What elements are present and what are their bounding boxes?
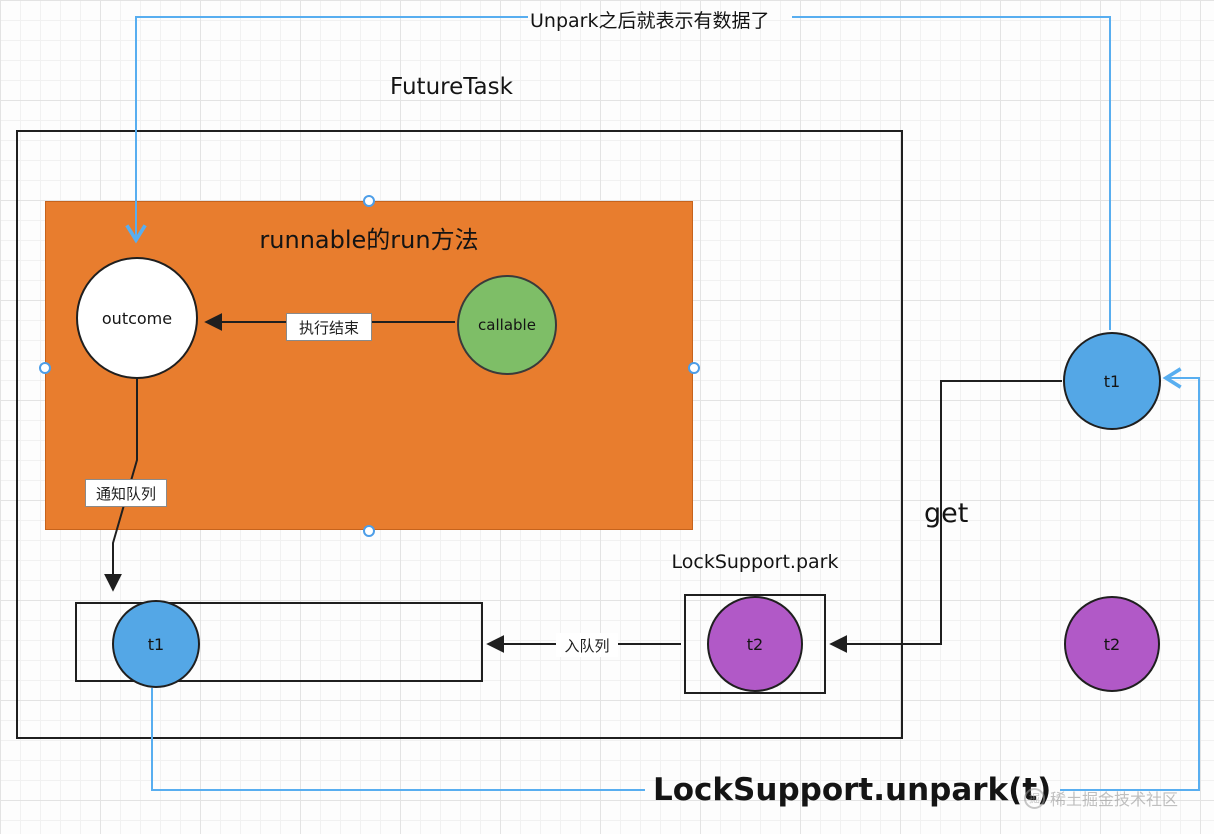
top-note-label: Unpark之后就表示有数据了 (530, 10, 770, 32)
park-t2-node-label: t2 (746, 634, 764, 654)
get-label: get (924, 498, 969, 529)
watermark: 掘 稀土掘金技术社区 (1024, 786, 1178, 810)
right-t2-node-label: t2 (1103, 634, 1121, 654)
connection-point-top (363, 195, 375, 207)
queue-t1-node: t1 (112, 600, 200, 688)
unpark-bottom-label: LockSupport.unpark(t) (653, 772, 1052, 808)
unpark-to-right-t1-line (1060, 367, 1200, 791)
right-t2-node: t2 (1064, 596, 1160, 692)
notify-queue-edge-label: 通知队列 (85, 479, 167, 507)
wait-queue-box (75, 602, 483, 682)
juejin-logo-icon: 掘 (1024, 787, 1045, 809)
enqueue-edge-label: 入队列 (556, 633, 618, 657)
watermark-text: 稀土掘金技术社区 (1050, 790, 1179, 809)
connection-point-right (688, 362, 700, 374)
connection-point-bottom (363, 525, 375, 537)
outcome-node: outcome (76, 257, 198, 379)
lock-support-park-title: LockSupport.park (671, 551, 839, 573)
right-t1-node: t1 (1063, 332, 1161, 430)
right-t1-node-label: t1 (1103, 371, 1121, 391)
exec-done-edge-label: 执行结束 (286, 313, 372, 341)
lock-support-park-box (684, 594, 826, 694)
futuretask-title: FutureTask (390, 74, 513, 100)
runnable-run-title: runnable的run方法 (259, 226, 479, 254)
outcome-node-label: outcome (101, 308, 173, 328)
callable-node-label: callable (478, 316, 536, 334)
connection-point-left (39, 362, 51, 374)
callable-node: callable (457, 275, 557, 375)
park-t2-node: t2 (707, 596, 803, 692)
queue-t1-node-label: t1 (147, 634, 165, 654)
